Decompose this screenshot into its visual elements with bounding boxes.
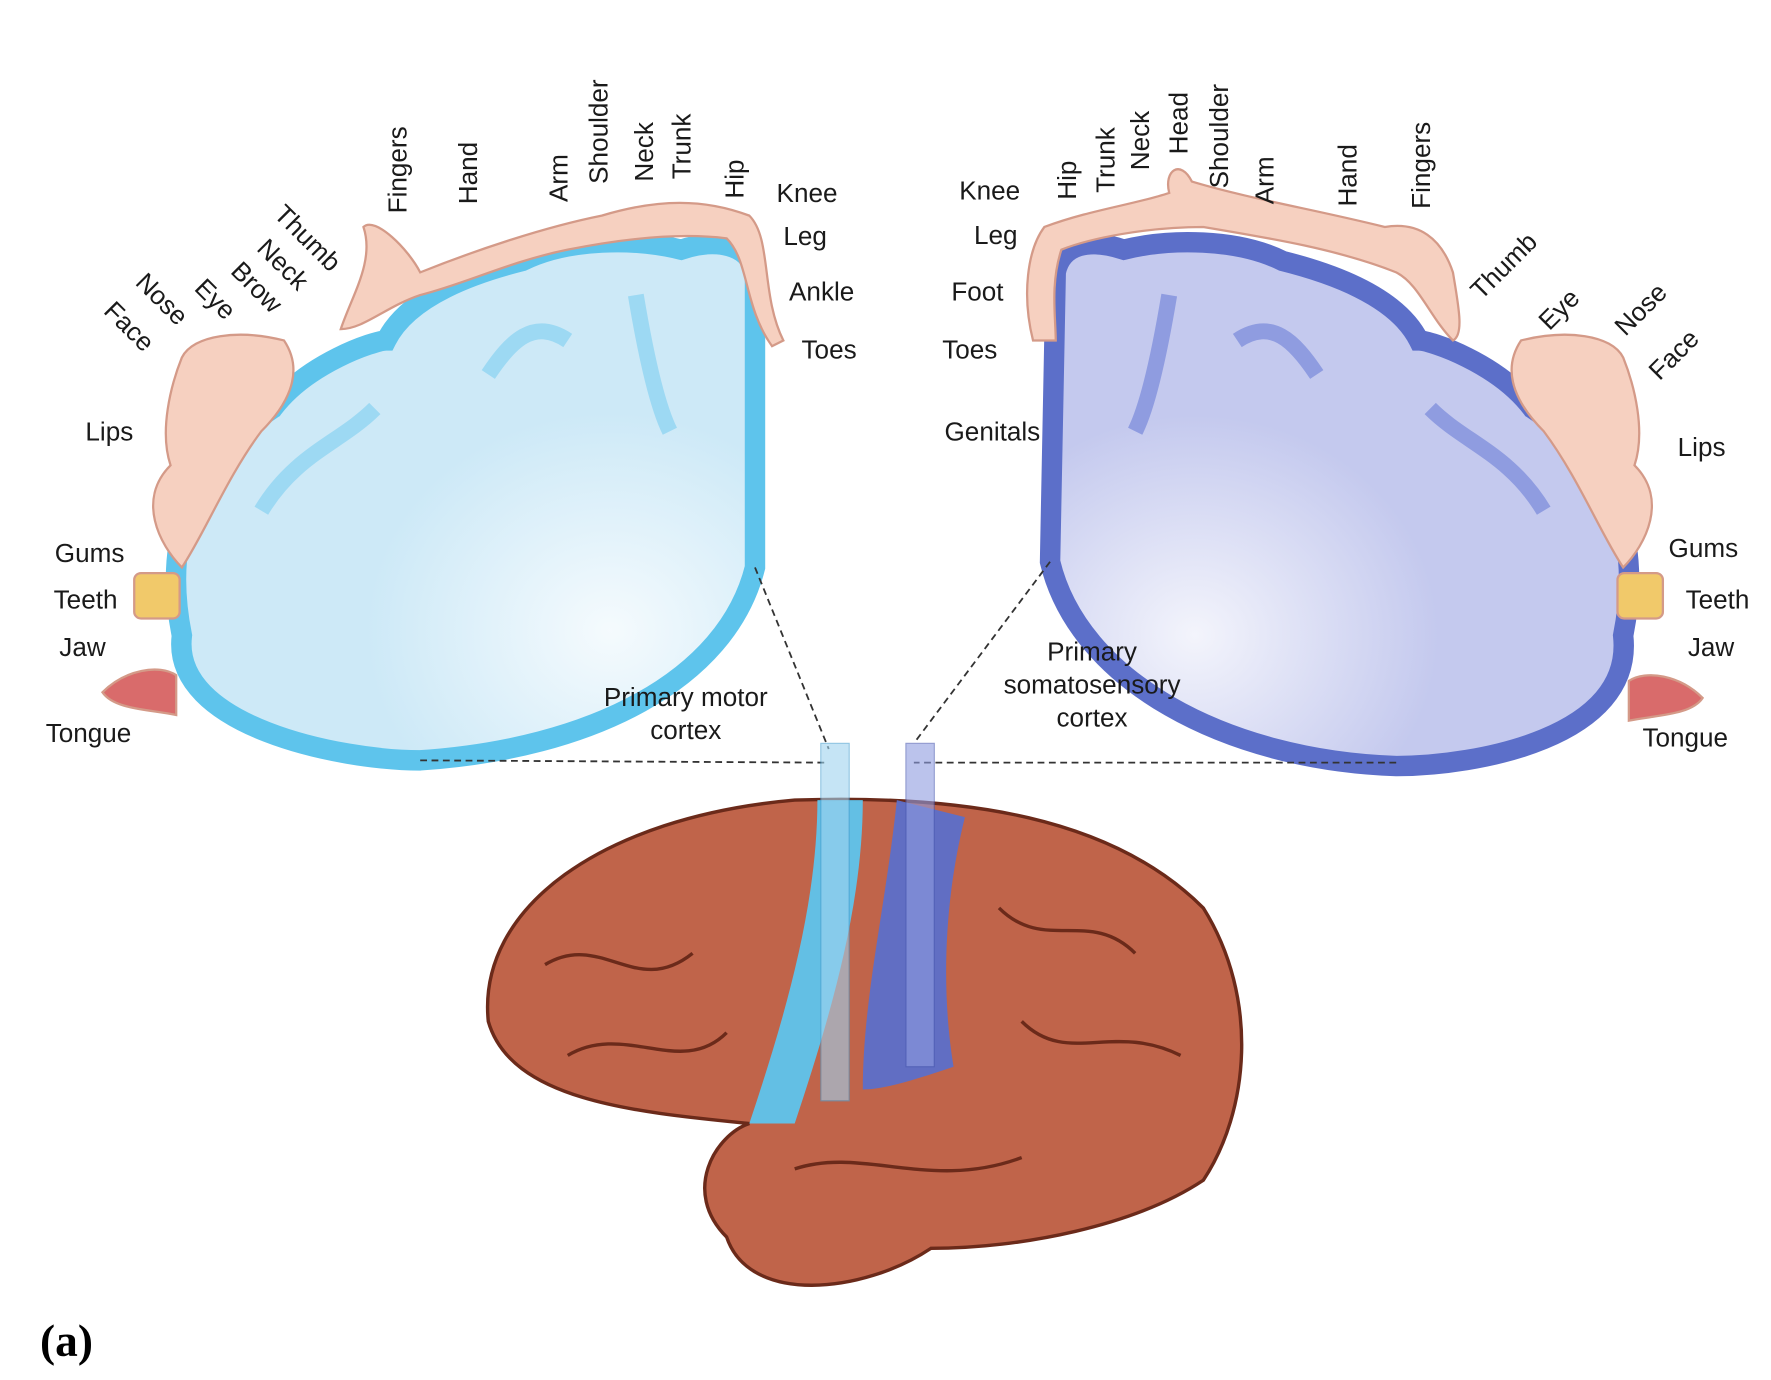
label-jaw: Jaw <box>59 632 106 662</box>
label-thumb: Thumb <box>1464 226 1543 305</box>
label-trunk: Trunk <box>666 113 696 180</box>
label-knee: Knee <box>959 176 1020 206</box>
label-jaw: Jaw <box>1688 632 1735 662</box>
label-nose: Nose <box>1608 277 1672 341</box>
label-head: Head <box>1163 92 1193 154</box>
label-leg: Leg <box>974 220 1018 250</box>
sensory-homunculus <box>1025 168 1705 723</box>
label-neck: Neck <box>1125 110 1155 170</box>
label-leg: Leg <box>783 221 827 251</box>
label-lips: Lips <box>1678 432 1726 462</box>
label-genitals: Genitals <box>945 416 1041 446</box>
label-trunk: Trunk <box>1091 126 1121 193</box>
label-foot: Foot <box>951 277 1004 307</box>
label-toes: Toes <box>802 335 857 365</box>
label-arm: Arm <box>544 154 574 202</box>
sensory-cortex-title-2: somatosensory <box>1004 669 1181 699</box>
motor-cortex-section <box>165 232 766 771</box>
label-gums: Gums <box>1669 533 1739 563</box>
label-fingers: Fingers <box>1406 122 1436 209</box>
label-face: Face <box>1643 323 1705 385</box>
label-hip: Hip <box>720 159 750 198</box>
label-teeth: Teeth <box>1686 584 1750 614</box>
figure-label: (a) <box>40 1316 93 1366</box>
label-arm: Arm <box>1250 156 1280 204</box>
label-lips: Lips <box>85 416 133 446</box>
label-fingers: Fingers <box>383 126 413 213</box>
motor-cortex-title-2: cortex <box>650 715 721 745</box>
label-ankle: Ankle <box>789 277 854 307</box>
label-shoulder: Shoulder <box>583 79 613 184</box>
label-knee: Knee <box>777 178 838 208</box>
label-gums: Gums <box>55 538 125 568</box>
label-hand: Hand <box>1332 144 1362 206</box>
motor-cortex-title-1: Primary motor <box>604 682 768 712</box>
label-toes: Toes <box>942 335 997 365</box>
guide-lines <box>420 561 1397 764</box>
label-eye: Eye <box>1532 283 1585 336</box>
brain-lateral-view <box>485 742 1244 1287</box>
label-hand: Hand <box>453 142 483 204</box>
label-shoulder: Shoulder <box>1204 84 1234 189</box>
label-tongue: Tongue <box>46 718 132 748</box>
sensory-cortex-section <box>1039 232 1640 777</box>
label-teeth: Teeth <box>54 584 118 614</box>
label-neck-top: Neck <box>629 121 659 181</box>
motor-homunculus <box>100 201 785 717</box>
label-tongue: Tongue <box>1642 723 1728 753</box>
sensory-cortex-title-1: Primary <box>1047 636 1137 666</box>
sensory-cortex-title-3: cortex <box>1057 702 1128 732</box>
label-hip: Hip <box>1052 161 1082 200</box>
